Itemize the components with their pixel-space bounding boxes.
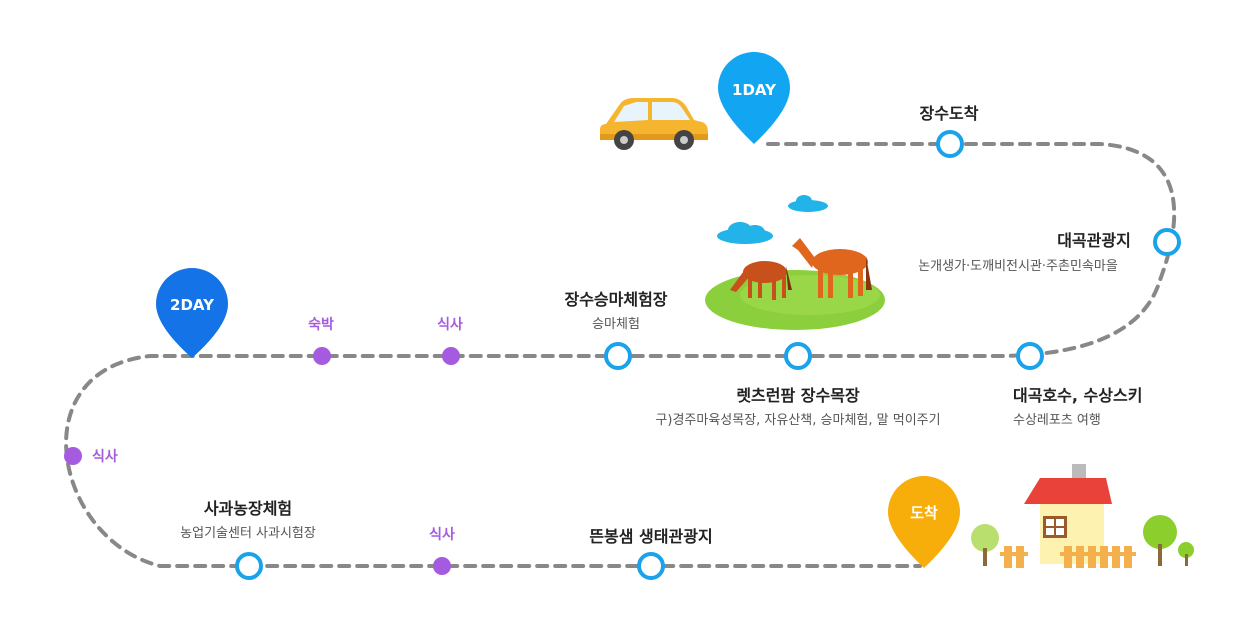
cloud-icon bbox=[788, 195, 828, 212]
stop-subtitle: 승마체험 bbox=[592, 317, 640, 332]
meal-label: 식사 bbox=[92, 449, 118, 465]
stop-subtitle: 농업기술센터 사과시험장 bbox=[180, 526, 316, 541]
stop-lets-run-farm bbox=[784, 342, 812, 370]
meal-label: 식사 bbox=[429, 527, 455, 543]
cloud-icon bbox=[717, 222, 773, 244]
house-illustration bbox=[971, 464, 1194, 568]
pin-day2-label: 2DAY bbox=[170, 296, 215, 314]
meal-label: 식사 bbox=[437, 317, 463, 333]
stop-markers bbox=[235, 130, 1181, 580]
location-pin-icon: 도착 bbox=[888, 476, 960, 568]
stop-daegok-lake bbox=[1016, 342, 1044, 370]
horses-meadow-illustration bbox=[705, 195, 885, 330]
stop-apple-farm bbox=[235, 552, 263, 580]
stop-subtitle: 구)경주마육성목장, 자유산책, 승마체험, 말 먹이주기 bbox=[655, 413, 941, 428]
dot-meal-3 bbox=[433, 557, 451, 575]
pin-arrival-label: 도착 bbox=[910, 504, 938, 522]
stop-daegok-tour bbox=[1153, 228, 1181, 256]
dot-meal-1 bbox=[442, 347, 460, 365]
stop-subtitle: 수상레포츠 여행 bbox=[1013, 413, 1101, 428]
stop-title: 사과농장체험 bbox=[203, 499, 293, 518]
horse-icon bbox=[730, 261, 792, 300]
horse-icon bbox=[792, 238, 872, 298]
stop-jangsu-arrival bbox=[936, 130, 964, 158]
stop-riding-center bbox=[604, 342, 632, 370]
route-path bbox=[64, 142, 1177, 568]
stop-title: 대곡호수, 수상스키 bbox=[1013, 386, 1143, 405]
stop-title: 뜬봉샘 생태관광지 bbox=[589, 527, 713, 546]
car-icon bbox=[600, 98, 708, 150]
dot-meal-2 bbox=[64, 447, 82, 465]
location-pin-icon: 1DAY bbox=[718, 52, 790, 144]
location-pin-icon: 2DAY bbox=[156, 268, 228, 358]
event-dots bbox=[64, 347, 460, 575]
stop-title: 렛츠런팜 장수목장 bbox=[736, 386, 860, 405]
dot-lodging bbox=[313, 347, 331, 365]
pin-day1-label: 1DAY bbox=[732, 81, 777, 99]
stop-title: 대곡관광지 bbox=[1057, 231, 1131, 250]
stop-title: 장수승마체험장 bbox=[564, 290, 668, 309]
stop-subtitle: 논개생가·도깨비전시관·주촌민속마을 bbox=[918, 259, 1118, 274]
stop-tteunbongsaem bbox=[637, 552, 665, 580]
lodging-label: 숙박 bbox=[308, 317, 334, 333]
stop-title: 장수도착 bbox=[919, 104, 979, 123]
